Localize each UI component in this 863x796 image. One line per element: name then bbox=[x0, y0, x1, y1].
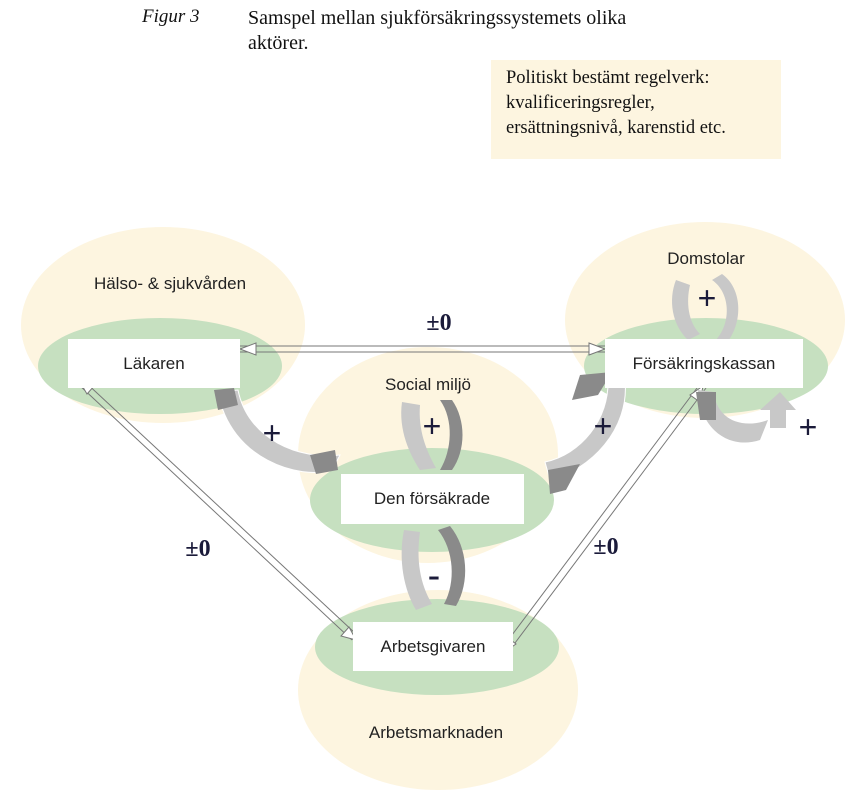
node-label-forsakringskassan: Försäkringskassan bbox=[633, 354, 776, 373]
influence-sign-social: + bbox=[423, 408, 442, 444]
curved-arrow-fk-self bbox=[696, 390, 796, 443]
figure-label: Figur 3 bbox=[142, 6, 200, 27]
figure-title-line1: Samspel mellan sjukförsäkringssystemets … bbox=[248, 7, 627, 29]
node-label-lakaren: Läkaren bbox=[123, 354, 184, 373]
node-label-arbetsgivaren: Arbetsgivaren bbox=[381, 637, 486, 656]
rules-box: Politiskt bestämt regelverk: kvalificeri… bbox=[491, 60, 781, 159]
edge-sign-left: ±0 bbox=[185, 536, 210, 562]
node-box-arbetsgivaren bbox=[353, 622, 513, 671]
influence-sign-lakaren: + bbox=[263, 415, 282, 451]
figure-title: Samspel mellan sjukförsäkringssystemets … bbox=[248, 6, 718, 56]
sphere-label-domstolar: Domstolar bbox=[667, 249, 745, 268]
curved-arrow-social bbox=[401, 400, 463, 470]
edge-sign-right: ±0 bbox=[593, 534, 618, 560]
rules-line2: kvalificeringsregler, bbox=[506, 93, 655, 113]
edge-top bbox=[238, 342, 607, 356]
figure-title-line2: aktörer. bbox=[248, 32, 309, 54]
curved-arrow-arbetsgivaren bbox=[401, 526, 466, 610]
sphere-label-social: Social miljö bbox=[385, 375, 471, 394]
node-box-forsakrade bbox=[341, 474, 524, 524]
node-label-forsakrade: Den försäkrade bbox=[374, 489, 490, 508]
influence-sign-arbetsgivaren: - bbox=[428, 555, 441, 597]
curved-arrow-lakaren-forsakrade bbox=[214, 388, 341, 474]
rules-line1: Politiskt bestämt regelverk: bbox=[506, 68, 710, 88]
node-box-lakaren bbox=[68, 339, 240, 388]
sphere-label-arbetsmarknad: Arbetsmarknaden bbox=[369, 723, 503, 742]
influence-sign-fk: + bbox=[594, 408, 613, 444]
edge-sign-top: ±0 bbox=[426, 310, 451, 336]
node-box-forsakringskassan bbox=[605, 339, 803, 388]
sphere-label-halso: Hälso- & sjukvården bbox=[94, 274, 246, 293]
rules-line3: ersättningsnivå, karenstid etc. bbox=[506, 118, 726, 138]
influence-sign-domstolar: + bbox=[698, 280, 717, 316]
influence-sign-fk-self: + bbox=[799, 409, 818, 445]
curved-arrow-domstolar bbox=[672, 274, 739, 344]
curved-arrow-fk-forsakrade bbox=[544, 372, 626, 494]
